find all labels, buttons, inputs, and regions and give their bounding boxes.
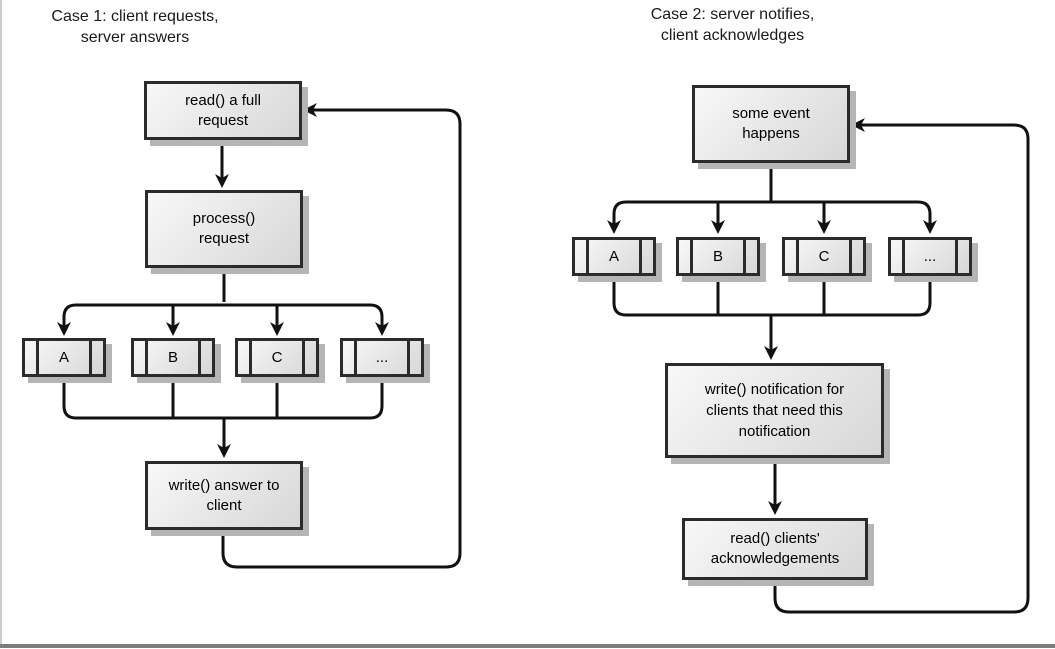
- handler-divider: [690, 240, 693, 273]
- connector-case1-feedback-loop: [221, 108, 462, 569]
- connector-case2-fork-drops: [716, 202, 826, 228]
- handler-divider: [302, 341, 305, 374]
- handler-divider: [955, 240, 958, 273]
- arrowhead-down-icon: [217, 444, 231, 458]
- case2-write-box: write() notification for clients that ne…: [665, 363, 884, 458]
- case2-write-box-line3: notification: [738, 423, 811, 440]
- handler-label: ...: [923, 247, 937, 265]
- case1-write-box-line1: write() answer to: [168, 476, 280, 494]
- arrowhead-down-icon: [923, 220, 937, 234]
- connector-case2-merge-rail: [612, 276, 932, 317]
- arrowhead-down-icon: [607, 220, 621, 234]
- connector-case1-merge-drops: [171, 377, 279, 418]
- handler-divider: [902, 240, 905, 273]
- case1-title-line2: server answers: [80, 29, 190, 46]
- case1-title: Case 1: client requests, server answers: [27, 6, 243, 48]
- case1-write-box: write() answer to client: [145, 461, 303, 530]
- case1-title-line1: Case 1: client requests,: [51, 8, 219, 25]
- arrowhead-down-icon: [57, 322, 71, 336]
- case2-title: Case 2: server notifies, client acknowle…: [625, 4, 840, 46]
- arrowhead-down-icon: [375, 322, 389, 336]
- handler-divider: [354, 341, 357, 374]
- case2-title-line2: client acknowledges: [660, 27, 805, 44]
- handler-divider: [198, 341, 201, 374]
- left-edge-rule: [0, 0, 2, 644]
- handler-label: C: [271, 348, 283, 366]
- case2-read-box-line2: acknowledgements: [710, 550, 840, 567]
- case1-handler-more: ...: [340, 338, 424, 377]
- arrowhead-down-icon: [764, 346, 778, 360]
- handler-divider: [586, 240, 589, 273]
- handler-divider: [249, 341, 252, 374]
- case1-process-box: process() request: [145, 190, 303, 268]
- handler-divider: [145, 341, 148, 374]
- case1-process-box-line1: process(): [192, 210, 256, 227]
- case1-handler-b: B: [131, 338, 215, 377]
- case2-write-box-line1: write() notification for: [704, 381, 845, 398]
- handler-divider: [407, 341, 410, 374]
- case2-title-line1: Case 2: server notifies,: [650, 6, 815, 23]
- arrowhead-down-icon: [166, 322, 180, 336]
- handler-divider: [89, 341, 92, 374]
- connector-case1-merge-rail: [62, 377, 384, 420]
- handler-label: B: [712, 247, 723, 265]
- case1-read-box: read() a full request: [144, 81, 302, 140]
- connector-case2-feedback-loop: [773, 123, 1030, 614]
- case2-handler-more: ...: [888, 237, 972, 276]
- connector-case2-fork-rail: [612, 200, 932, 228]
- handler-label: ...: [375, 348, 389, 366]
- case1-read-box-line2: request: [197, 111, 249, 129]
- handler-divider: [743, 240, 746, 273]
- case1-write-box-line2: client: [206, 496, 242, 514]
- handler-label: A: [608, 247, 619, 265]
- arrowhead-left-icon: [303, 103, 317, 117]
- case2-handler-a: A: [572, 237, 656, 276]
- handler-divider: [639, 240, 642, 273]
- connector-case2-merge-drops: [716, 276, 826, 315]
- handler-divider: [36, 341, 39, 374]
- case2-read-box: read() clients' acknowledgements: [682, 518, 868, 580]
- arrowhead-down-icon: [711, 220, 725, 234]
- connector-case1-fork-rail: [62, 303, 384, 330]
- case1-read-box-line1: read() a full: [185, 91, 261, 109]
- case1-process-box-line2: request: [198, 230, 250, 247]
- case2-event-box-line1: some event: [732, 105, 810, 122]
- arrowhead-down-icon: [215, 174, 229, 188]
- arrowhead-left-icon: [851, 118, 865, 132]
- arrowhead-down-icon: [270, 322, 284, 336]
- handler-label: C: [818, 247, 830, 265]
- arrowhead-down-icon: [817, 220, 831, 234]
- handler-divider: [849, 240, 852, 273]
- handler-divider: [796, 240, 799, 273]
- case2-read-box-line1: read() clients': [730, 530, 820, 547]
- case2-handler-b: B: [676, 237, 760, 276]
- case2-event-box: some event happens: [692, 85, 850, 163]
- bottom-edge-rule: [0, 644, 1055, 648]
- case1-handler-a: A: [22, 338, 106, 377]
- arrowhead-down-icon: [768, 501, 782, 515]
- case2-write-box-line2: clients that need this: [706, 402, 843, 419]
- case2-handler-c: C: [782, 237, 866, 276]
- handler-label: A: [58, 348, 69, 366]
- case1-handler-c: C: [235, 338, 319, 377]
- connector-case1-fork-drops: [171, 305, 279, 330]
- case2-event-box-line2: happens: [742, 125, 800, 142]
- handler-label: B: [167, 348, 178, 366]
